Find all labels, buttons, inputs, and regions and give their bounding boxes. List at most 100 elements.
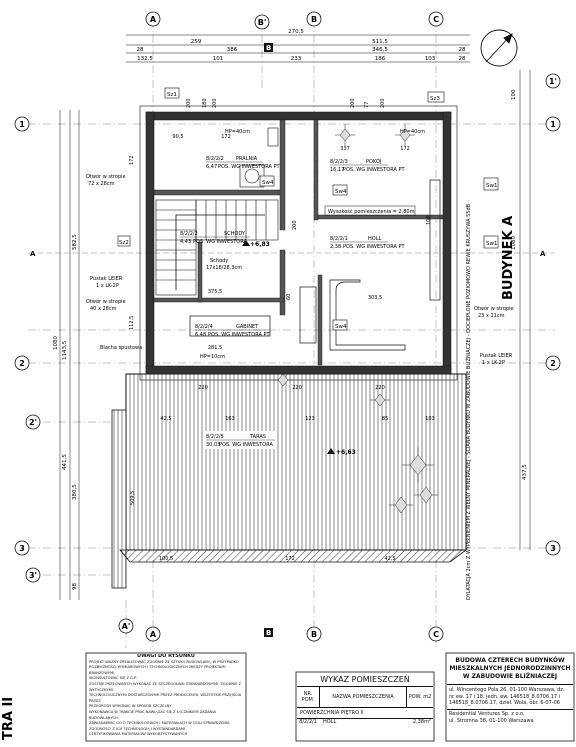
room-area: 2,38 — [330, 244, 341, 250]
row-label-2: 2 — [19, 359, 25, 368]
row-label-r1p: 1' — [549, 77, 557, 86]
dim-int-7: 281,5 — [208, 345, 222, 351]
notes-line: CERTYFIKOWANIA MATERIAŁÓW WYKORZYSTYWANY… — [89, 732, 188, 737]
notes-line: ROZBIEŻNOŚCI WYMIAROWYCH I TECHNOLOGICZN… — [89, 665, 226, 675]
row-label-r3: 3 — [550, 544, 556, 553]
dim-int-9: 220 — [292, 385, 302, 391]
note-schody: Schody — [210, 258, 228, 264]
dim-int-v12: 509,5 — [130, 491, 136, 505]
dim-int-18: 42,5 — [384, 556, 395, 562]
room-number: 8/2/2/2 — [180, 231, 198, 237]
window-tag-sz3: Sz3 — [430, 96, 440, 102]
section-a-right: A — [540, 250, 546, 258]
room-name: SCHODY — [224, 231, 246, 237]
room-note: POS. WG INWESTORA PT — [343, 244, 405, 250]
terrace-left-strip — [111, 409, 127, 589]
note-pustak2: Pustak LEIER — [480, 353, 513, 359]
axis-label-c-top: C — [433, 15, 439, 24]
notes-line: SKONSULTOWAĆ SIĘ Z G.P. — [89, 676, 137, 681]
dim-left-98: 98 — [72, 583, 78, 590]
note-otwor2: Otwór w stropie — [86, 298, 126, 305]
interior-walls — [153, 119, 444, 366]
note-otwor3-dim: 23 x 11cm — [478, 313, 505, 319]
notes-line: PROJEKT WAŻNY ZREALIZOWAĆ ZGODNIE ZE SZT… — [89, 659, 239, 664]
col-header-area: POW. m2 — [408, 694, 432, 700]
window-tag-sw4a: Sw4 — [262, 180, 274, 186]
note-otwor1: Otwór w stropie — [86, 173, 126, 180]
dim-int-6: 303,5 — [368, 295, 382, 301]
dim-top-28c: 28 — [459, 56, 466, 62]
investor-address: ul. Stromna 38, 01-100 Warszawa — [449, 717, 534, 724]
notes-line: ZGODNOŚCI Z ICH TECHNOLOGIĄ I WYSTANDARD… — [89, 726, 185, 731]
level-mark-1: +6,83 — [250, 241, 270, 248]
investor-name: Residential Ventures Sp. z o.o. — [449, 710, 525, 717]
dim-int-v4: 172 — [129, 155, 135, 165]
dim-int-16: 100,5 — [159, 556, 173, 562]
section-a-left: A — [30, 250, 36, 258]
dim-top-233: 233 — [291, 56, 302, 62]
notes-line: ZOSTAJE PRZECIWNYCH WYKONAĆ ZE SZCZEGÓŁA… — [89, 681, 241, 692]
window-tag-sw1a: Sw1 — [486, 183, 498, 189]
dim-int-4: 172 — [400, 146, 410, 152]
dim-top-386: 386 — [227, 47, 238, 53]
dim-right-1080: 1080 — [511, 236, 517, 250]
dim-left-582: 582,5 — [72, 234, 78, 250]
room-number: 8/2/2/2 — [206, 156, 224, 162]
dim-int-13: 123 — [305, 416, 315, 422]
notes-title: UWAGI DO RYSUNKU — [137, 654, 195, 659]
staircase — [155, 199, 279, 296]
note-hp2: HP=40cm — [400, 129, 425, 135]
room-note: POS. WG INWESTORA — [193, 239, 247, 245]
dim-top-132: 132,5 — [137, 56, 153, 62]
note-room-height: Wysokość pomieszczenia = 2,80m — [328, 208, 415, 215]
row-label-2p: 2' — [29, 418, 37, 427]
room-label-pokoj: 8/2/2/3 POKÓJ 16,17 POS. WG INWESTORA PT — [330, 158, 405, 173]
row-label-3: 3 — [19, 544, 25, 553]
room-note: POS. WG INWESTORA PT — [343, 167, 405, 173]
section-b-top: B — [266, 44, 271, 52]
axis-label-a-top: A — [150, 15, 157, 24]
dim-int-v7: 180 — [202, 98, 208, 108]
dim-int-1: 90,5 — [172, 134, 183, 140]
dim-int-17: 172 — [285, 556, 295, 562]
room-number: 8/2/2/5 — [206, 434, 224, 440]
row-label-3p: 3' — [29, 571, 37, 580]
axis-label-b-top: B — [311, 15, 317, 24]
dim-int-v11: 200 — [380, 98, 386, 108]
axis-label-a-bot: A — [150, 630, 157, 639]
note-otwor3: Otwór w stropie — [474, 305, 514, 312]
room-label-pralnia: 8/2/2/2 PRALNIA 6,47 POS. WG INWESTORA P… — [206, 156, 280, 170]
dim-left-380: 380,5 — [72, 484, 78, 500]
window-tag-sw1b: Sw1 — [486, 241, 498, 247]
plant-icons — [273, 124, 438, 514]
cell-nr: 8/2/2/1 — [299, 719, 317, 725]
window-tag-sz1: Sz1 — [167, 92, 177, 98]
dim-top-511: 511,5 — [372, 39, 388, 45]
cell-area: 2,38m² — [412, 719, 431, 725]
dim-int-v6: 200 — [186, 98, 192, 108]
note-otwor1-dim: 72 x 28cm — [88, 181, 115, 187]
room-note: POS. WG INWESTORA PT — [208, 332, 270, 338]
dim-int-11: 42,5 — [160, 416, 171, 422]
dim-int-v9: 200 — [350, 98, 356, 108]
axis-label-bp-top: B' — [258, 18, 267, 27]
room-note: POS. WG INWESTORA — [219, 442, 273, 448]
notes-line: PRZEGRODY WYKONAĆ W SPOSÓB SZCZELNY — [89, 704, 172, 709]
terrace-bottom-edge — [119, 549, 468, 563]
exterior-walls — [145, 111, 452, 375]
room-area: 6,47 — [206, 164, 217, 170]
dim-top-103: 103 — [425, 56, 436, 62]
dim-int-3: 337 — [340, 146, 350, 152]
title-block: BUDOWA CZTERECH BUDYNKÓW MIESZKALNYCH JE… — [447, 654, 573, 740]
window-tag-sz2: Sz2 — [119, 240, 129, 246]
section-row: POWIERZCHNIA PIĘTRO II — [297, 708, 433, 719]
axis-label-b-bot: B — [311, 630, 317, 639]
axis-bubbles-top — [145, 11, 444, 30]
room-name: GABINET — [236, 324, 259, 330]
table-row: 8/2/2/1 HOLL 2,38m² — [297, 719, 433, 725]
dim-int-v8: 200 — [212, 98, 218, 108]
room-label-holl: 8/2/2/1 HOLL 2,38 POS. WG INWESTORA PT — [330, 236, 405, 250]
north-arrow-icon — [480, 29, 518, 67]
